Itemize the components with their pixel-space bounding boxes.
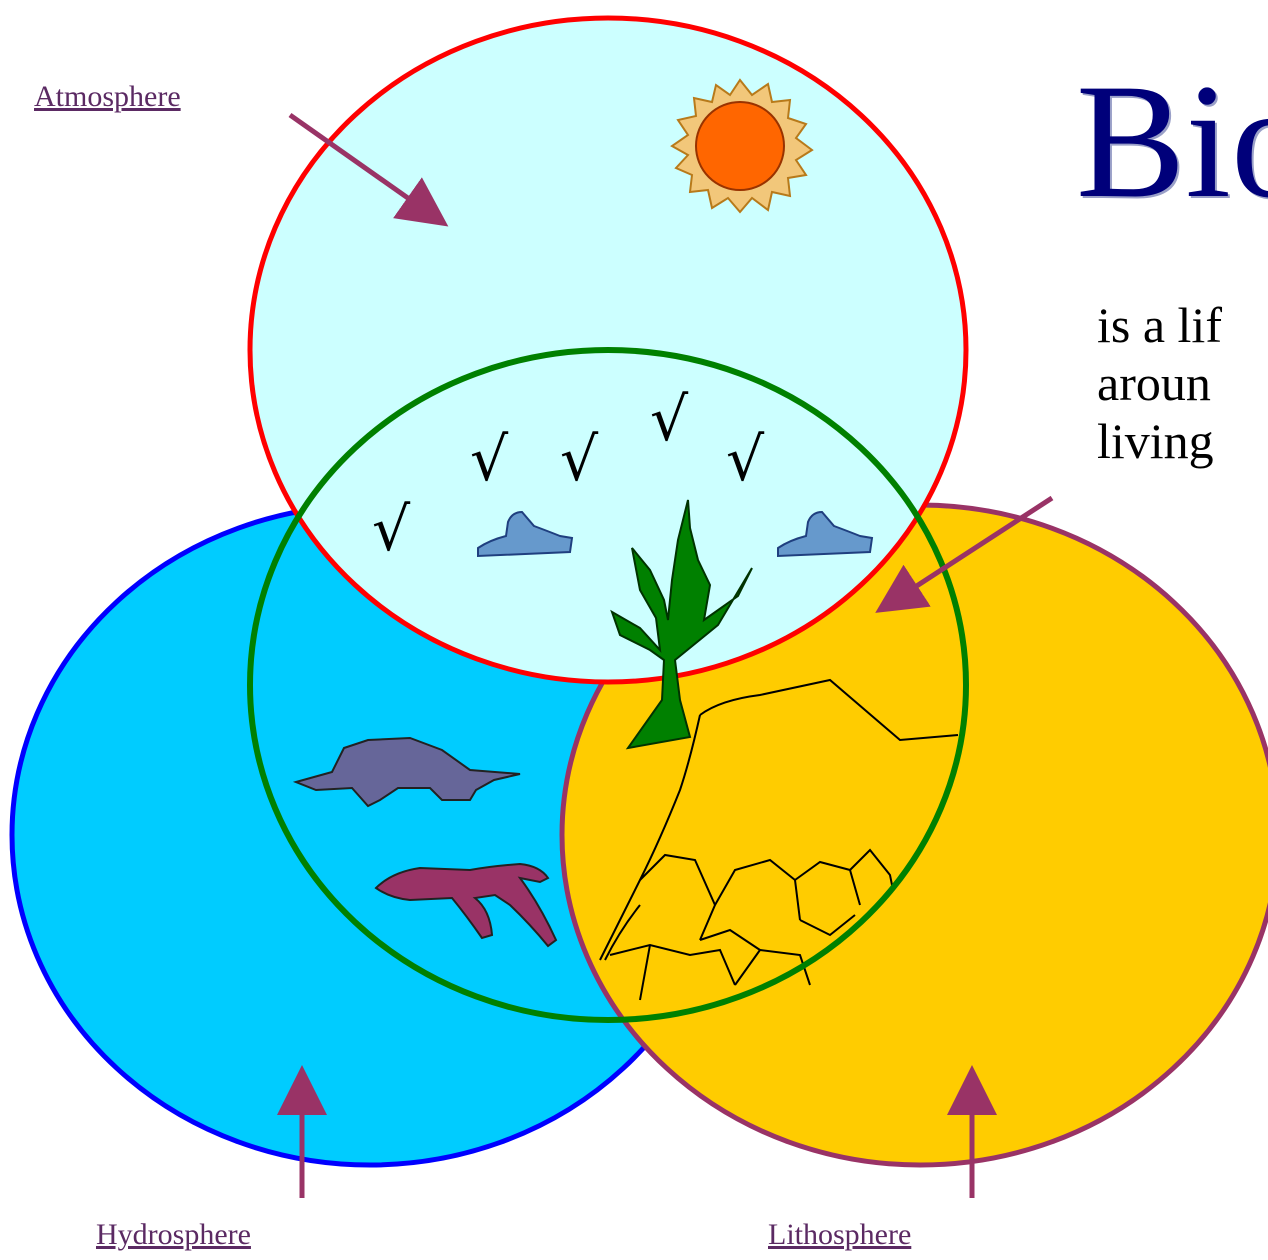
atmosphere-link[interactable]: Atmosphere <box>34 80 181 114</box>
lithosphere-link[interactable]: Lithosphere <box>768 1218 911 1252</box>
description-line: is a lif <box>1097 296 1222 354</box>
description-line: aroun <box>1097 354 1222 412</box>
description-line: living <box>1097 412 1222 470</box>
bird-icon: √ <box>372 495 411 565</box>
bird-icon: √ <box>726 425 765 495</box>
description-text: is a lif aroun living <box>1097 296 1222 470</box>
bird-icon: √ <box>470 425 509 495</box>
hydrosphere-link[interactable]: Hydrosphere <box>96 1218 251 1252</box>
bird-icon: √ <box>560 425 599 495</box>
page-title: Bio <box>1076 48 1268 236</box>
bird-icon: √ <box>650 385 689 455</box>
